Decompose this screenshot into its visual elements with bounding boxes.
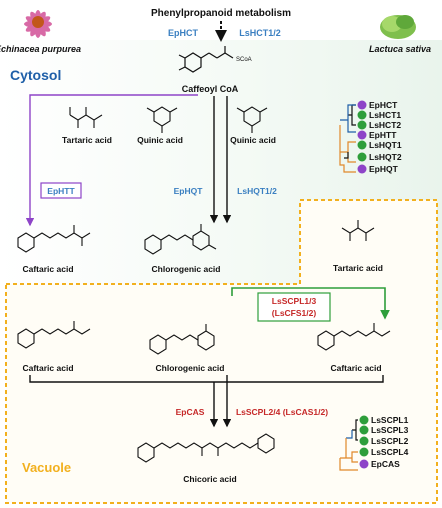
label-lactuca: Lactuca sativa xyxy=(369,44,431,54)
label-chlorogenic-2: Chlorogenic acid xyxy=(156,363,225,373)
tree1-leaf: LsHQT1 xyxy=(357,140,402,150)
label-caftaric-1: Caftaric acid xyxy=(22,264,73,274)
label-tartaric-2: Tartaric acid xyxy=(333,263,383,273)
label-coa: SCoA xyxy=(236,57,252,63)
enzyme-ephct: EpHCT xyxy=(168,28,198,38)
label-caftaric-2: Caftaric acid xyxy=(22,363,73,373)
arrow-to-caftaric xyxy=(25,94,198,227)
svg-text:LsHQT1: LsHQT1 xyxy=(369,140,402,150)
svg-text:LsSCPL3: LsSCPL3 xyxy=(371,425,409,435)
svg-text:LsSCPL4: LsSCPL4 xyxy=(371,447,409,457)
tree-hct-family xyxy=(339,104,356,173)
label-quinic-1: Quinic acid xyxy=(137,135,183,145)
enzyme-ephtt-box xyxy=(40,182,82,199)
structure-quinic-2 xyxy=(236,106,268,133)
tree1-leaf: LsHCT1 xyxy=(357,110,401,120)
tree1-leaf: LsHCT2 xyxy=(357,120,401,130)
label-caftaric-3: Caftaric acid xyxy=(330,363,381,373)
tree1-leaf: EpHTT xyxy=(357,130,397,140)
structure-tartaric-1 xyxy=(69,107,103,128)
svg-text:LsHQT2: LsHQT2 xyxy=(369,152,402,162)
enzyme-lshct: LsHCT1/2 xyxy=(239,28,281,38)
structure-caftaric-2 xyxy=(17,321,91,349)
structure-chicoric xyxy=(137,433,275,463)
structure-chlorogenic-2 xyxy=(149,324,215,355)
tree2-leaf: LsSCPL4 xyxy=(359,447,409,457)
svg-text:LsHCT1: LsHCT1 xyxy=(369,110,401,120)
enzyme-ephqt: EpHQT xyxy=(174,186,204,196)
enzyme-lsscpl13: LsSCPL1/3 xyxy=(272,296,317,306)
enzyme-lshqt: LsHQT1/2 xyxy=(237,186,277,196)
tree1-leaf: LsHQT2 xyxy=(357,152,402,162)
structure-tartaric-2 xyxy=(341,220,375,241)
svg-text:EpCAS: EpCAS xyxy=(371,459,400,469)
structure-quinic-1 xyxy=(146,106,178,133)
label-quinic-2: Quinic acid xyxy=(230,135,276,145)
vacuole-boundary xyxy=(5,199,438,504)
enzyme-lsscpl13-box xyxy=(257,292,331,322)
enzyme-ephtt: EpHTT xyxy=(47,186,75,196)
tree1-leaf: EpHCT xyxy=(357,100,398,110)
label-vacuole: Vacuole xyxy=(22,460,71,475)
label-tartaric-1: Tartaric acid xyxy=(62,135,112,145)
label-chlorogenic-1: Chlorogenic acid xyxy=(152,264,221,274)
lettuce-image xyxy=(380,15,416,39)
tree2-leaf: LsSCPL2 xyxy=(359,436,409,446)
header-title: Phenylpropanoid metabolism xyxy=(151,8,291,19)
tree2-leaf: LsSCPL1 xyxy=(359,415,409,425)
label-chicoric: Chicoric acid xyxy=(183,474,236,484)
label-echinacea: Echinacea purpurea xyxy=(0,44,81,54)
structure-caffeoyl-coa xyxy=(178,46,234,73)
merge-line xyxy=(29,375,384,383)
tree1-leaf: EpHQT xyxy=(357,164,399,174)
svg-text:LsSCPL1: LsSCPL1 xyxy=(371,415,409,425)
enzyme-lsscpl24: LsSCPL2/4 (LsCAS1/2) xyxy=(236,407,328,417)
arrow-lsscpl13 xyxy=(231,287,390,320)
structure-caftaric-1 xyxy=(17,225,91,253)
svg-text:EpHCT: EpHCT xyxy=(369,100,398,110)
echinacea-flower-image xyxy=(24,10,52,38)
enzyme-epcas: EpCAS xyxy=(176,407,205,417)
tree2-leaf: LsSCPL3 xyxy=(359,425,409,435)
tree1-labels: EpHCT LsHCT1 LsHCT2 EpHTT LsHQT1 LsHQT2 … xyxy=(357,100,402,174)
tree2-leaf: EpCAS xyxy=(359,459,400,469)
svg-text:EpHQT: EpHQT xyxy=(369,164,399,174)
tree2-labels: LsSCPL1 LsSCPL3 LsSCPL2 LsSCPL4 EpCAS xyxy=(359,415,409,469)
enzyme-lscfs12: (LsCFS1/2) xyxy=(272,308,317,318)
tree-scpl-family xyxy=(339,419,358,471)
label-cytosol: Cytosol xyxy=(10,67,61,83)
structure-chlorogenic-1 xyxy=(144,224,217,255)
svg-text:LsSCPL2: LsSCPL2 xyxy=(371,436,409,446)
svg-text:LsHCT2: LsHCT2 xyxy=(369,120,401,130)
svg-text:EpHTT: EpHTT xyxy=(369,130,397,140)
structure-caftaric-3 xyxy=(317,323,391,351)
label-caffeoyl-coa: Caffeoyl CoA xyxy=(182,84,239,94)
